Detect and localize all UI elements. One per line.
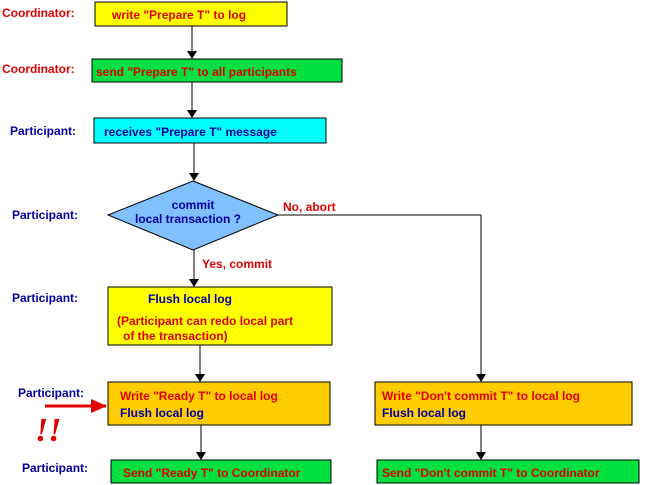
decision-text-line1: commit: [172, 198, 215, 212]
step-write-dont-commit-box: [374, 381, 633, 426]
step-receive-prepare-text: receives "Prepare T" message: [104, 125, 277, 139]
step-write-ready-text: Write "Ready T" to local log: [120, 389, 278, 403]
role-label-coordinator: Coordinator:: [2, 6, 75, 20]
step-write-dont-commit-text: Write "Don't commit T" to local log: [382, 389, 580, 403]
step-flush-log-title: Flush local log: [148, 292, 232, 306]
step-write-ready-box: [107, 381, 331, 426]
step-write-prepare-text: write "Prepare T" to log: [111, 8, 246, 22]
branch-label-yes-commit: Yes, commit: [202, 257, 272, 271]
step-flush-log-box: [107, 286, 333, 346]
step-send-prepare-box: [91, 58, 343, 83]
role-label-participant: Participant:: [10, 124, 76, 138]
step-receive-prepare-box: [93, 117, 327, 144]
arrow-decision-to-dont-commit: [278, 214, 486, 382]
role-label-participant: Participant:: [12, 208, 78, 222]
step-send-dont-commit-text: Send "Don't commit T" to Coordinator: [382, 466, 600, 480]
step-send-prepare-text: send "Prepare T" to all participants: [96, 65, 297, 79]
role-label-participant: Participant:: [22, 461, 88, 475]
step-send-ready-text: Send "Ready T" to Coordinator: [123, 466, 301, 480]
step-flush-ready-text: Flush local log: [120, 406, 204, 420]
decision-diamond: [106, 180, 280, 251]
role-label-participant: Participant:: [18, 386, 84, 400]
branch-label-no-abort: No, abort: [283, 200, 336, 214]
decision-text-line2: local transaction ?: [135, 212, 241, 226]
role-label-coordinator: Coordinator:: [2, 62, 75, 76]
step-flush-log-note-line1: (Participant can redo local part: [117, 314, 293, 328]
step-flush-log-note-line2: of the transaction): [123, 329, 228, 343]
step-send-ready-box: [110, 459, 332, 484]
step-send-dont-commit-box: [376, 459, 640, 484]
step-write-prepare-box: [94, 1, 288, 27]
role-label-participant: Participant:: [12, 291, 78, 305]
emphasis-exclamation-marks: !!: [35, 412, 61, 449]
step-flush-dont-commit-text: Flush local log: [382, 406, 466, 420]
